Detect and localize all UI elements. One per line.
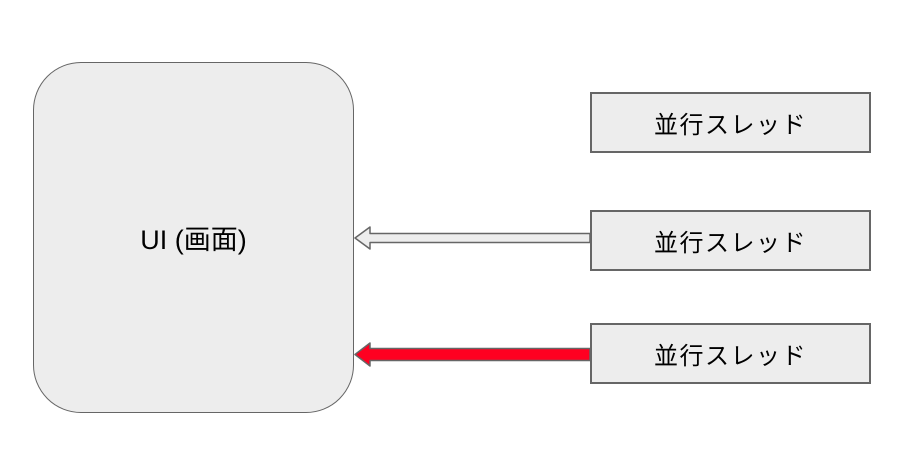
thread-box-3-label: 並行スレッド bbox=[654, 343, 807, 370]
ui-screen-box: UI (画面) bbox=[33, 62, 354, 413]
thread-box-2-label: 並行スレッド bbox=[654, 230, 807, 257]
thread-box-1-label: 並行スレッド bbox=[654, 112, 807, 139]
thread-box-3: 並行スレッド bbox=[590, 323, 871, 384]
red-arrow-thread3-to-ui bbox=[354, 342, 591, 367]
thread-box-2: 並行スレッド bbox=[590, 210, 871, 271]
ui-screen-label: UI (画面) bbox=[140, 225, 247, 255]
outline-arrow-thread2-to-ui bbox=[354, 226, 591, 250]
thread-box-1: 並行スレッド bbox=[590, 92, 871, 153]
